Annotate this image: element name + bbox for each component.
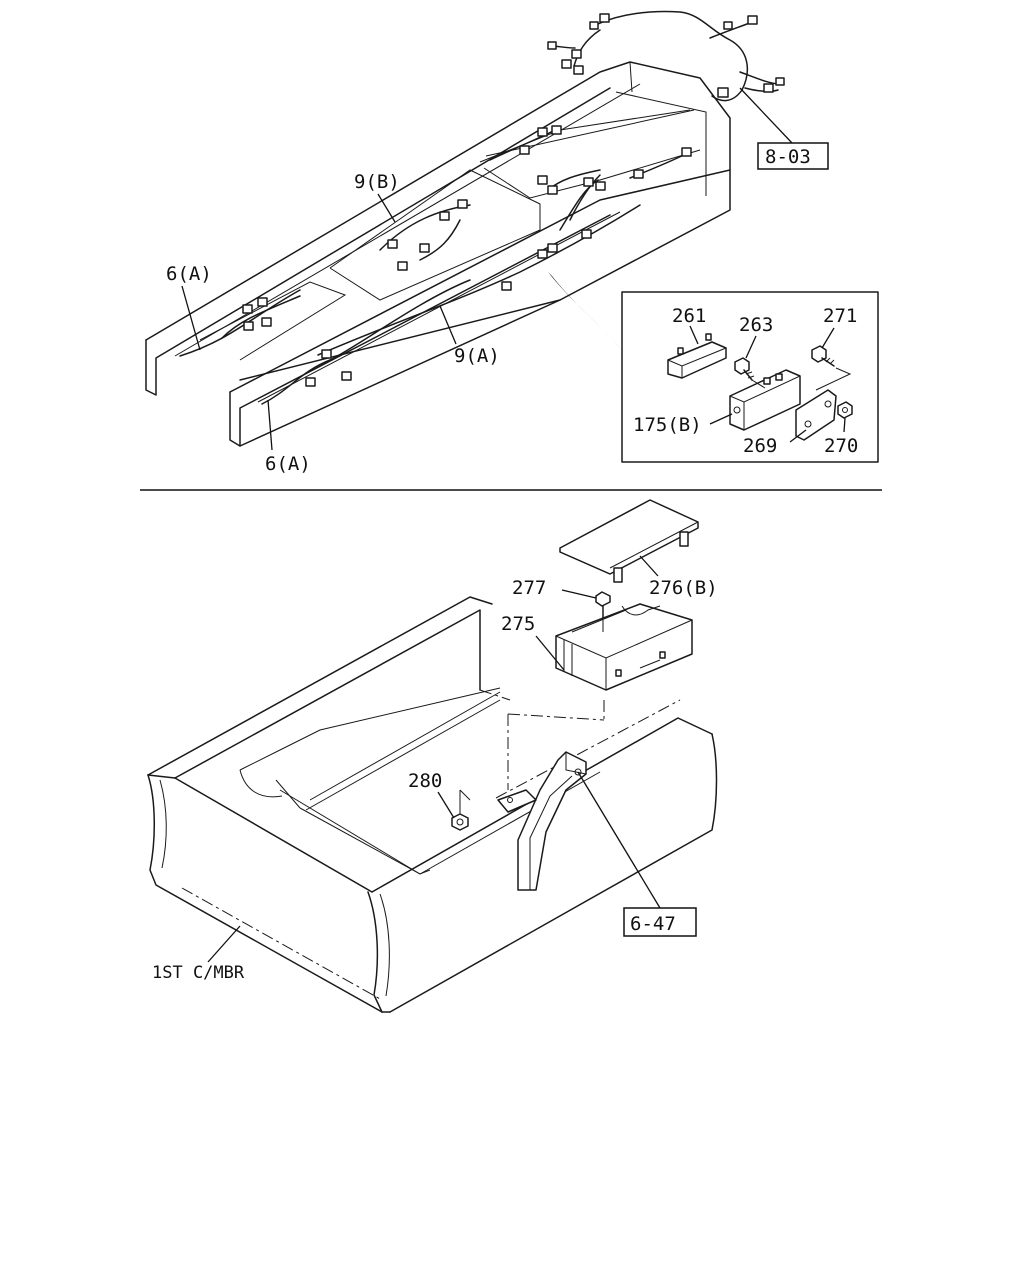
part-269-plate	[795, 389, 837, 441]
upper-callouts: 9(B) 6(A) 9(A) 6(A)	[166, 171, 500, 475]
callout-261: 261	[672, 305, 706, 327]
lower-callouts: 277 276(B) 275 280	[408, 555, 718, 819]
harness-connectors	[242, 13, 785, 387]
callout-275: 275	[501, 613, 535, 635]
callout-9b: 9(B)	[354, 171, 400, 193]
callout-271: 271	[823, 305, 857, 327]
part-175b-bracket	[729, 369, 801, 431]
upper-frame-assembly	[145, 10, 785, 447]
callout-269: 269	[743, 435, 777, 457]
ref-8-03-label: 8-03	[765, 146, 811, 168]
left-frame-rail	[145, 61, 731, 396]
callout-270: 270	[824, 435, 858, 457]
cross-member-body	[147, 596, 718, 1013]
callout-9a: 9(A)	[454, 345, 500, 367]
part-280-nut	[451, 789, 471, 831]
label-1st-c-mbr: 1ST C/MBR	[152, 963, 245, 983]
lower-frame-assembly	[147, 499, 718, 1013]
part-271-bolt	[811, 345, 835, 367]
part-277-bolt	[595, 591, 611, 632]
part-275-holder	[555, 603, 693, 691]
callout-6a-lower: 6(A)	[265, 453, 311, 475]
right-frame-rail	[229, 169, 731, 447]
callout-263: 263	[739, 314, 773, 336]
callout-280: 280	[408, 770, 442, 792]
bracket-stay	[497, 751, 587, 891]
ref-6-47-label: 6-47	[630, 913, 676, 935]
ref-box-6-47[interactable]: 6-47	[577, 771, 697, 937]
part-261-cover	[667, 333, 727, 379]
callout-277: 277	[512, 577, 546, 599]
first-cross-member-label: 1ST C/MBR	[152, 925, 245, 983]
part-263-bolt	[734, 357, 755, 381]
callout-6a-upper: 6(A)	[166, 263, 212, 285]
ref-box-8-03[interactable]: 8-03	[739, 87, 829, 170]
callout-175b: 175(B)	[633, 414, 702, 436]
part-270-nut	[837, 401, 853, 419]
detail-inset: 261 263 271 175(B) 269 270	[621, 291, 879, 463]
cross-member-plates	[199, 109, 701, 361]
detail-pointer-arrow	[548, 272, 622, 350]
callout-276b: 276(B)	[649, 577, 718, 599]
inset-frame	[621, 291, 879, 463]
part-276b-cover	[559, 499, 699, 583]
